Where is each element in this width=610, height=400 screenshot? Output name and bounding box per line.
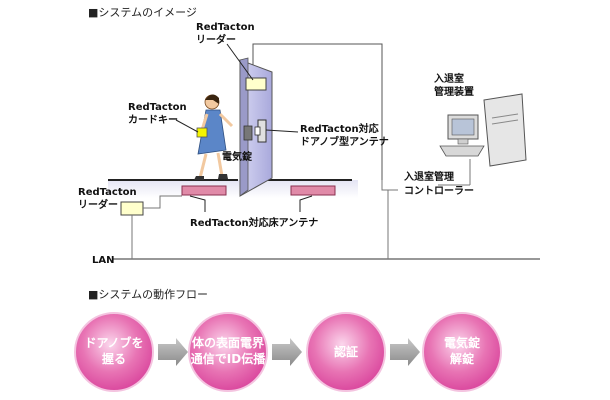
label-lan: LAN [92,255,114,266]
floor-reader-box [120,201,144,216]
floor-antenna-right [290,185,336,196]
flow-step-2-line2: 通信でID伝播 [191,351,266,366]
flow-arrow-3 [390,338,420,366]
flow-step-3: 認証 [306,312,386,392]
flow-step-4-line2: 解錠 [450,351,474,366]
leader-floor-antenna-left [189,195,206,212]
label-electric-lock: 電気錠 [222,150,252,163]
leader-knob-antenna [265,129,299,133]
label-controller-line2: コントローラー [404,185,474,197]
person-figure [194,94,234,180]
label-card-key-line1: RedTacton [128,102,187,113]
label-floor-reader-line2: リーダー [78,198,118,211]
door-reader-box [245,77,267,91]
flow-step-1-line1: ドアノブを [85,335,144,350]
label-knob-antenna-line1: RedTacton対応 [300,122,379,135]
label-floor-antenna: RedTacton対応床アンテナ [190,216,318,229]
flow-step-2-line1: 体の表面電界 [192,335,264,350]
label-door-reader-line1: RedTacton [196,22,255,33]
room-controller-link [381,180,398,191]
door-knob [254,126,261,136]
label-room-mgmt-line2: 管理装置 [434,85,474,98]
label-floor-reader-line1: RedTacton [78,187,137,198]
flow-arrow-1 [158,338,188,366]
section-title-system-image: ■システムのイメージ [88,6,197,19]
leader-card-key [175,119,199,133]
flow-arrow-2 [272,338,302,366]
leader-floor-antenna-right [299,195,313,212]
floor-antenna-left [181,185,227,196]
section-title-flow: ■システムの動作フロー [88,287,208,301]
leader-door-reader [226,43,254,81]
label-door-reader-line2: リーダー [196,33,236,46]
flow-step-3-line1: 認証 [334,344,358,359]
flow-step-2: 体の表面電界 通信でID伝播 [188,312,268,392]
management-computer [439,93,527,167]
flow-step-1: ドアノブを 握る [74,312,154,392]
flow-step-4: 電気錠 解錠 [422,312,502,392]
label-controller-line1: 入退室管理 [404,170,454,183]
label-room-mgmt-line1: 入退室 [434,72,464,85]
label-card-key-line2: カードキー [128,114,178,126]
flow-step-1-line2: 握る [102,351,126,366]
floor-reader-antenna-link [143,195,182,209]
electric-lock-box [243,125,253,141]
label-knob-antenna-line2: ドアノブ型アンテナ [300,135,389,148]
flow-step-4-line1: 電気錠 [444,335,480,350]
